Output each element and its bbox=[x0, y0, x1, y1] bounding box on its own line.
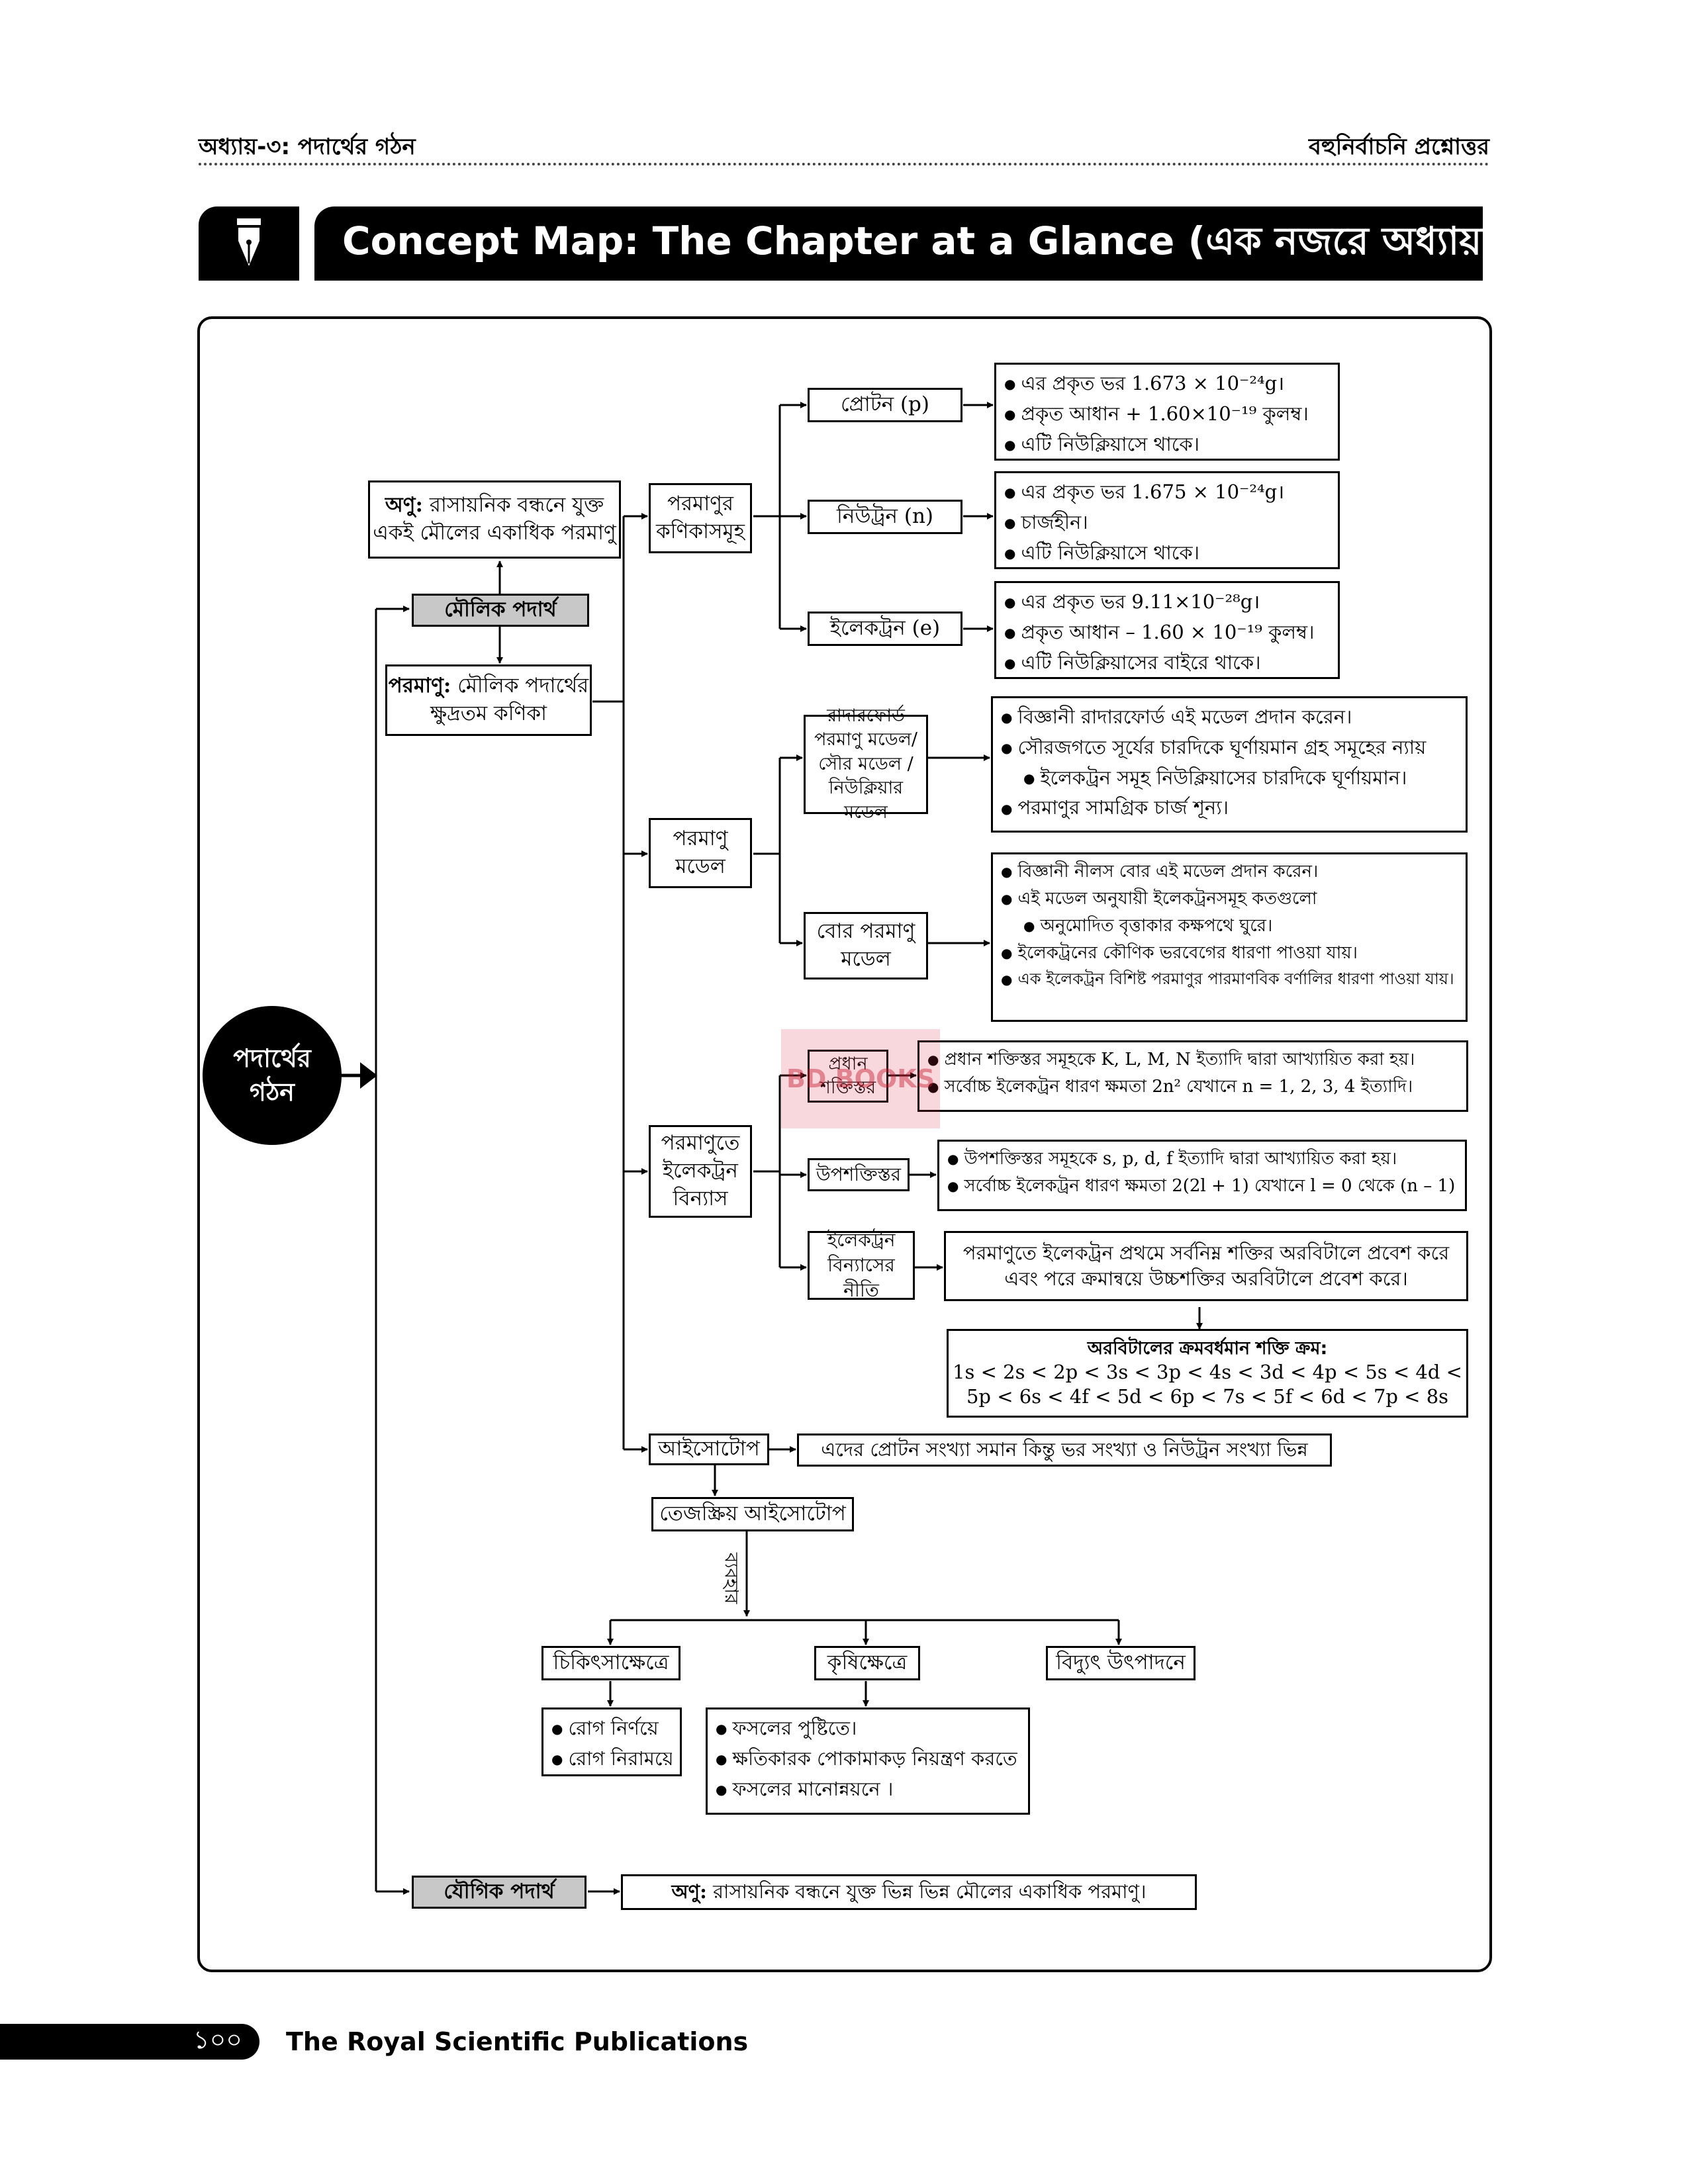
radioactive-isotope-node: তেজস্ক্রিয় আইসোটোপ bbox=[651, 1497, 854, 1531]
list-item: অনুমোদিত বৃত্তাকার কক্ষপথে ঘুরে। bbox=[1001, 913, 1458, 940]
list-item: ফসলের মানোন্নয়নে । bbox=[716, 1774, 1020, 1805]
list-item: পরমাণুর সামগ্রিক চার্জ শূন্য। bbox=[1001, 793, 1458, 823]
list-item: প্রকৃত আধান – 1.60 × 10⁻¹⁹ কুলম্ব। bbox=[1004, 617, 1330, 648]
configuration-rule-node: ইলেকট্রন বিন্যাসের নীতি bbox=[808, 1229, 915, 1301]
list-item: সর্বোচ্চ ইলেকট্রন ধারণ ক্ষমতা 2n² যেখানে… bbox=[927, 1073, 1458, 1101]
list-item: এর প্রকৃত ভর 1.675 × 10⁻²⁴g। bbox=[1004, 477, 1330, 508]
power-generation-node: বিদ্যুৎ উৎপাদনে bbox=[1046, 1646, 1196, 1680]
pen-icon-box bbox=[199, 206, 299, 281]
compound-molecule-label: অণু: bbox=[671, 1880, 707, 1903]
compound-node: যৌগিক পদার্থ bbox=[412, 1876, 586, 1909]
element-node: মৌলিক পদার্থ bbox=[412, 594, 589, 627]
molecule-compound-node: অণু: রাসায়নিক বন্ধনে যুক্ত ভিন্ন ভিন্ন … bbox=[621, 1874, 1197, 1910]
main-shell-facts: প্রধান শক্তিস্তর সমূহকে K, L, M, N ইত্যা… bbox=[917, 1040, 1468, 1112]
compound-molecule-text: রাসায়নিক বন্ধনে যুক্ত ভিন্ন ভিন্ন মৌলের… bbox=[713, 1880, 1147, 1903]
list-item: ইলেকট্রন সমূহ নিউক্লিয়াসের চারদিকে ঘূর্… bbox=[1001, 763, 1458, 794]
rutherford-model-node: রাদারফোর্ড পরমাণু মডেল/সৌর মডেল /নিউক্লি… bbox=[804, 705, 928, 823]
molecule-label: অণু: bbox=[385, 493, 423, 518]
list-item: এর প্রকৃত ভর 1.673 × 10⁻²⁴g। bbox=[1004, 369, 1330, 399]
bohr-facts: বিজ্ঞানী নীলস বোর এই মডেল প্রদান করেন। এ… bbox=[991, 852, 1468, 1022]
molecule-element-text: রাসায়নিক বন্ধনে যুক্ত একই মৌলের একাধিক … bbox=[373, 493, 616, 545]
electron-configuration-node: পরমাণুতে ইলেকট্রন বিন্যাস bbox=[649, 1125, 752, 1218]
page-number: ১০০ bbox=[0, 2024, 259, 2060]
list-item: এটি নিউক্লিয়াসে থাকে। bbox=[1004, 538, 1330, 569]
usage-label: ব্যবহার bbox=[720, 1553, 743, 1604]
orbital-order-line2: 5p < 6s < 4f < 5d < 6p < 7s < 5f < 6d < … bbox=[966, 1385, 1449, 1408]
atomic-model-node: পরমাণু মডেল bbox=[649, 818, 752, 888]
fountain-pen-icon bbox=[237, 218, 261, 266]
bd-books-watermark: BD BOOKS bbox=[781, 1029, 940, 1128]
molecule-element-node: অণু: রাসায়নিক বন্ধনে যুক্ত একই মৌলের এক… bbox=[368, 480, 621, 559]
root-node: পদার্থের গঠন bbox=[203, 1006, 342, 1145]
header-rule bbox=[199, 163, 1489, 165]
subatomic-particles-node: পরমাণুর কণিকাসমূহ bbox=[649, 483, 752, 553]
list-item: প্রকৃত আধান + 1.60×10⁻¹⁹ কুলম্ব। bbox=[1004, 399, 1330, 430]
proton-node: প্রোটন (p) bbox=[808, 388, 962, 422]
atom-definition-node: পরমাণু: মৌলিক পদার্থের ক্ষুদ্রতম কণিকা bbox=[385, 664, 592, 736]
section-header: বহুনির্বাচনি প্রশ্নোত্তর bbox=[1309, 134, 1489, 160]
list-item: সর্বোচ্চ ইলেকট্রন ধারণ ক্ষমতা 2(2l + 1) … bbox=[947, 1173, 1457, 1200]
bohr-model-node: বোর পরমাণু মডেল bbox=[804, 912, 928, 979]
list-item: ক্ষতিকারক পোকামাকড় নিয়ন্ত্রণ করতে। bbox=[716, 1744, 1020, 1774]
main-shell-node: প্রধান শক্তিস্তর bbox=[808, 1050, 888, 1103]
root-label-line2: গঠন bbox=[250, 1077, 295, 1107]
orbital-energy-order: অরবিটালের ক্রমবর্ধমান শক্তি ক্রম: 1s < 2… bbox=[947, 1329, 1468, 1418]
orbital-order-title: অরবিটালের ক্রমবর্ধমান শক্তি ক্রম: bbox=[1087, 1338, 1328, 1359]
agriculture-use-list: ফসলের পুষ্টিতে। ক্ষতিকারক পোকামাকড় নিয়… bbox=[706, 1707, 1030, 1815]
list-item: প্রধান শক্তিস্তর সমূহকে K, L, M, N ইত্যা… bbox=[927, 1046, 1458, 1073]
atom-label: পরমাণু: bbox=[388, 674, 451, 698]
list-item: রোগ নির্ণয়ে bbox=[551, 1713, 672, 1744]
isotope-node: আইসোটোপ bbox=[649, 1433, 769, 1465]
list-item: ফসলের পুষ্টিতে। bbox=[716, 1713, 1020, 1744]
list-item: বিজ্ঞানী রাদারফোর্ড এই মডেল প্রদান করেন। bbox=[1001, 702, 1458, 733]
list-item: সৌরজগতে সূর্যের চারদিকে ঘূর্ণায়মান গ্রহ… bbox=[1001, 733, 1458, 763]
concept-map-title: Concept Map: The Chapter at a Glance (এক… bbox=[314, 206, 1531, 281]
list-item: এর প্রকৃত ভর 9.11×10⁻²⁸g। bbox=[1004, 587, 1330, 617]
rutherford-facts: বিজ্ঞানী রাদারফোর্ড এই মডেল প্রদান করেন।… bbox=[991, 696, 1468, 833]
neutron-facts: এর প্রকৃত ভর 1.675 × 10⁻²⁴g। চার্জহীন। এ… bbox=[994, 471, 1340, 569]
electron-node: ইলেকট্রন (e) bbox=[808, 612, 962, 646]
root-label-line1: পদার্থের bbox=[233, 1043, 311, 1073]
subshell-facts: উপশক্তিস্তর সমূহকে s, p, d, f ইত্যাদি দ্… bbox=[937, 1140, 1467, 1211]
electron-facts: এর প্রকৃত ভর 9.11×10⁻²⁸g। প্রকৃত আধান – … bbox=[994, 581, 1340, 679]
list-item: এক ইলেকট্রন বিশিষ্ট পরমাণুর পারমাণবিক বর… bbox=[1001, 967, 1458, 992]
configuration-rule-text: পরমাণুতে ইলেকট্রন প্রথমে সর্বনিম্ন শক্তি… bbox=[944, 1231, 1468, 1301]
list-item: ইলেকট্রনের কৌণিক ভরবেগের ধারণা পাওয়া যা… bbox=[1001, 940, 1458, 967]
list-item: বিজ্ঞানী নীলস বোর এই মডেল প্রদান করেন। bbox=[1001, 858, 1458, 886]
orbital-order-line1: 1s < 2s < 2p < 3s < 3p < 4s < 3d < 4p < … bbox=[953, 1361, 1462, 1384]
list-item: চার্জহীন। bbox=[1004, 508, 1330, 538]
proton-facts: এর প্রকৃত ভর 1.673 × 10⁻²⁴g। প্রকৃত আধান… bbox=[994, 363, 1340, 461]
concept-map-frame bbox=[197, 316, 1492, 1972]
isotope-definition: এদের প্রোটন সংখ্যা সমান কিন্তু ভর সংখ্যা… bbox=[797, 1433, 1332, 1467]
chapter-header: অধ্যায়-৩: পদার্থের গঠন bbox=[199, 134, 416, 160]
publisher-name: The Royal Scientific Publications bbox=[286, 2027, 749, 2056]
list-item: উপশক্তিস্তর সমূহকে s, p, d, f ইত্যাদি দ্… bbox=[947, 1146, 1457, 1173]
atom-definition-text: মৌলিক পদার্থের ক্ষুদ্রতম কণিকা bbox=[430, 674, 589, 725]
list-item: এই মডেল অনুযায়ী ইলেকট্রনসমূহ কতগুলো bbox=[1001, 886, 1458, 913]
medical-use-node: চিকিৎসাক্ষেত্রে bbox=[541, 1646, 680, 1680]
subshell-node: উপশক্তিস্তর bbox=[808, 1158, 910, 1191]
neutron-node: নিউট্রন (n) bbox=[808, 500, 962, 534]
agriculture-use-node: কৃষিক্ষেত্রে bbox=[814, 1646, 920, 1680]
list-item: রোগ নিরাময়ে bbox=[551, 1744, 672, 1774]
list-item: এটি নিউক্লিয়াসের বাইরে থাকে। bbox=[1004, 648, 1330, 678]
list-item: এটি নিউক্লিয়াসে থাকে। bbox=[1004, 430, 1330, 460]
medical-use-list: রোগ নির্ণয়ে রোগ নিরাময়ে bbox=[541, 1707, 682, 1776]
